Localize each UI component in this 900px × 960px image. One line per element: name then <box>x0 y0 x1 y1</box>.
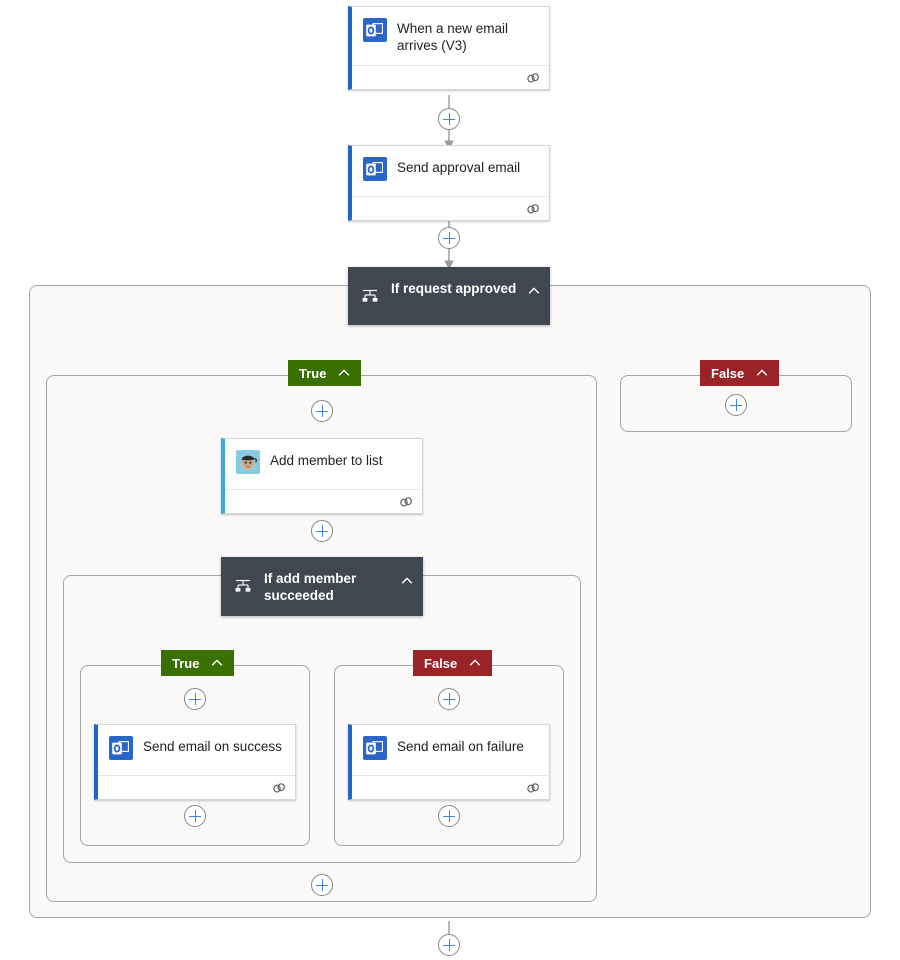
condition-icon <box>360 286 380 306</box>
card-title: Send email on failure <box>397 739 524 754</box>
card-body: Add member to list <box>225 439 422 489</box>
branch-label: False <box>711 365 745 381</box>
chevron-up-icon[interactable] <box>336 365 352 381</box>
card-send-email-on-success[interactable]: Send email on success <box>94 724 296 800</box>
add-step-outer-false[interactable] <box>725 394 747 416</box>
chevron-up-icon[interactable] <box>467 655 483 671</box>
card-title: Send approval email <box>397 160 521 175</box>
chevron-up-icon[interactable] <box>754 365 770 381</box>
outlook-icon <box>109 736 133 760</box>
card-when-a-new-email-arrives[interactable]: When a new email arrives (V3) <box>348 6 550 90</box>
add-step-outer-true-bottom[interactable] <box>311 874 333 896</box>
card-title: Add member to list <box>270 453 383 468</box>
card-add-member-to-list[interactable]: Add member to list <box>221 438 423 514</box>
link-icon[interactable] <box>525 70 541 86</box>
branch-label: True <box>172 655 200 671</box>
add-step-after-trigger[interactable] <box>438 108 460 130</box>
condition-title: If add member succeeded <box>264 571 357 603</box>
branch-badge-outer-true[interactable]: True <box>288 360 362 386</box>
card-footer <box>352 65 549 89</box>
link-icon[interactable] <box>525 201 541 217</box>
card-body: Send approval email <box>352 146 549 196</box>
link-icon[interactable] <box>271 780 287 796</box>
outlook-icon <box>363 157 387 181</box>
condition-if-request-approved[interactable]: If request approved <box>348 267 550 325</box>
condition-if-add-member-succeeded[interactable]: If add member succeeded <box>221 557 423 616</box>
branch-badge-outer-false[interactable]: False <box>700 360 780 386</box>
branch-badge-inner-true[interactable]: True <box>161 650 235 676</box>
branch-label: True <box>299 365 327 381</box>
chevron-up-icon[interactable] <box>399 573 415 589</box>
add-step-after-send-approval[interactable] <box>438 227 460 249</box>
add-step-outer-true-top[interactable] <box>311 400 333 422</box>
add-step-inner-false-bottom[interactable] <box>438 805 460 827</box>
branch-label: False <box>424 655 458 671</box>
card-body: When a new email arrives (V3) <box>352 7 549 65</box>
card-footer <box>98 775 295 799</box>
card-send-email-on-failure[interactable]: Send email on failure <box>348 724 550 800</box>
card-footer <box>225 489 422 513</box>
card-footer <box>352 775 549 799</box>
link-icon[interactable] <box>525 780 541 796</box>
outlook-icon <box>363 18 387 42</box>
add-step-flow-end[interactable] <box>438 934 460 956</box>
link-icon[interactable] <box>398 494 414 510</box>
branch-badge-inner-false[interactable]: False <box>413 650 493 676</box>
condition-icon <box>233 576 253 596</box>
outlook-icon <box>363 736 387 760</box>
card-footer <box>352 196 549 220</box>
add-step-after-add-member[interactable] <box>311 520 333 542</box>
chevron-up-icon[interactable] <box>209 655 225 671</box>
add-step-inner-false-top[interactable] <box>438 688 460 710</box>
card-body: Send email on success <box>98 725 295 775</box>
condition-title: If request approved <box>391 281 517 296</box>
mailchimp-icon <box>236 450 260 474</box>
card-title: Send email on success <box>143 739 282 754</box>
add-step-inner-true-bottom[interactable] <box>184 805 206 827</box>
card-title: When a new email arrives (V3) <box>397 21 509 53</box>
add-step-inner-true-top[interactable] <box>184 688 206 710</box>
card-send-approval-email[interactable]: Send approval email <box>348 145 550 221</box>
card-body: Send email on failure <box>352 725 549 775</box>
chevron-up-icon[interactable] <box>526 283 542 299</box>
